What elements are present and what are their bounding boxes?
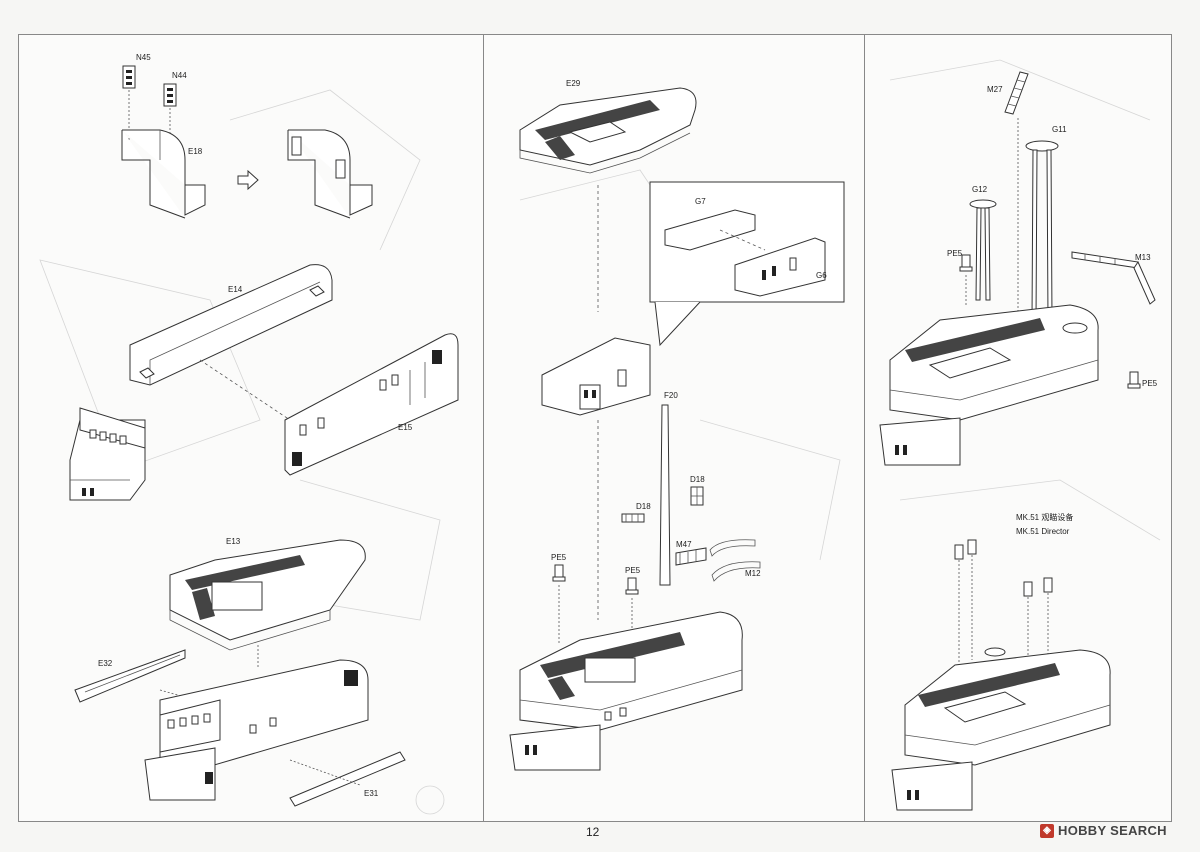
detail-callout-box (650, 182, 844, 345)
label-e29: E29 (566, 79, 581, 88)
hobby-search-logo-icon: ◈ (1040, 823, 1054, 838)
label-g6: G6 (816, 271, 827, 280)
label-n45: N45 (136, 53, 151, 62)
label-e31: E31 (364, 789, 379, 798)
label-e18: E18 (188, 147, 203, 156)
label-e14: E14 (228, 285, 243, 294)
part-e18-assembled (288, 130, 372, 218)
part-pe5-c (960, 255, 972, 271)
label-e13: E13 (226, 537, 241, 546)
background-ghost-drawing (40, 60, 1160, 814)
part-d18-horizontal (622, 514, 644, 522)
hull-assembly-middle (510, 612, 742, 770)
part-m27 (1005, 72, 1028, 114)
part-e32 (75, 650, 185, 702)
part-e14 (130, 265, 332, 385)
hull-assembly-right-lower (892, 648, 1110, 810)
label-mk51-chinese: MK.51 观瞄设备 (1016, 513, 1074, 522)
label-e15: E15 (398, 423, 413, 432)
part-bridge-box (542, 338, 650, 415)
part-pe5-d (1128, 372, 1140, 388)
page-number: 12 (586, 825, 600, 839)
label-e32: E32 (98, 659, 113, 668)
label-g11: G11 (1052, 125, 1067, 134)
label-m27: M27 (987, 85, 1003, 94)
hull-assembly-right-upper (880, 305, 1098, 465)
part-f20 (660, 405, 670, 585)
label-d18-a: D18 (636, 502, 651, 511)
label-g7: G7 (695, 197, 706, 206)
label-f20: F20 (664, 391, 678, 400)
part-e31 (290, 752, 405, 806)
part-pe5-b (626, 578, 638, 594)
watermark: ◈ HOBBY SEARCH (1040, 823, 1167, 838)
label-pe5-b: PE5 (625, 566, 641, 575)
part-m12 (710, 540, 760, 581)
part-tower-block (70, 408, 145, 500)
watermark-text: HOBBY SEARCH (1058, 823, 1167, 838)
label-m13: M13 (1135, 253, 1151, 262)
part-m47 (676, 548, 706, 565)
part-d18-vertical (691, 487, 703, 505)
label-pe5-c: PE5 (947, 249, 963, 258)
part-m13 (1072, 252, 1155, 304)
label-m12: M12 (745, 569, 761, 578)
label-mk51-english: MK.51 Director (1016, 527, 1070, 536)
part-n45 (123, 66, 135, 88)
arrow-right-icon (238, 171, 258, 189)
part-e15 (285, 334, 458, 475)
label-g12: G12 (972, 185, 988, 194)
part-e29 (520, 88, 696, 173)
part-g12 (970, 200, 996, 300)
mk51-directors (955, 540, 1052, 665)
label-m47: M47 (676, 540, 692, 549)
part-g11 (1026, 141, 1058, 320)
part-pe5-a (553, 565, 565, 581)
label-d18-b: D18 (690, 475, 705, 484)
label-pe5-a: PE5 (551, 553, 567, 562)
label-pe5-d: PE5 (1142, 379, 1158, 388)
label-n44: N44 (172, 71, 187, 80)
part-e13 (170, 540, 365, 650)
part-n44 (164, 84, 176, 106)
hull-assembly-left (145, 660, 368, 800)
part-e18 (122, 130, 205, 218)
